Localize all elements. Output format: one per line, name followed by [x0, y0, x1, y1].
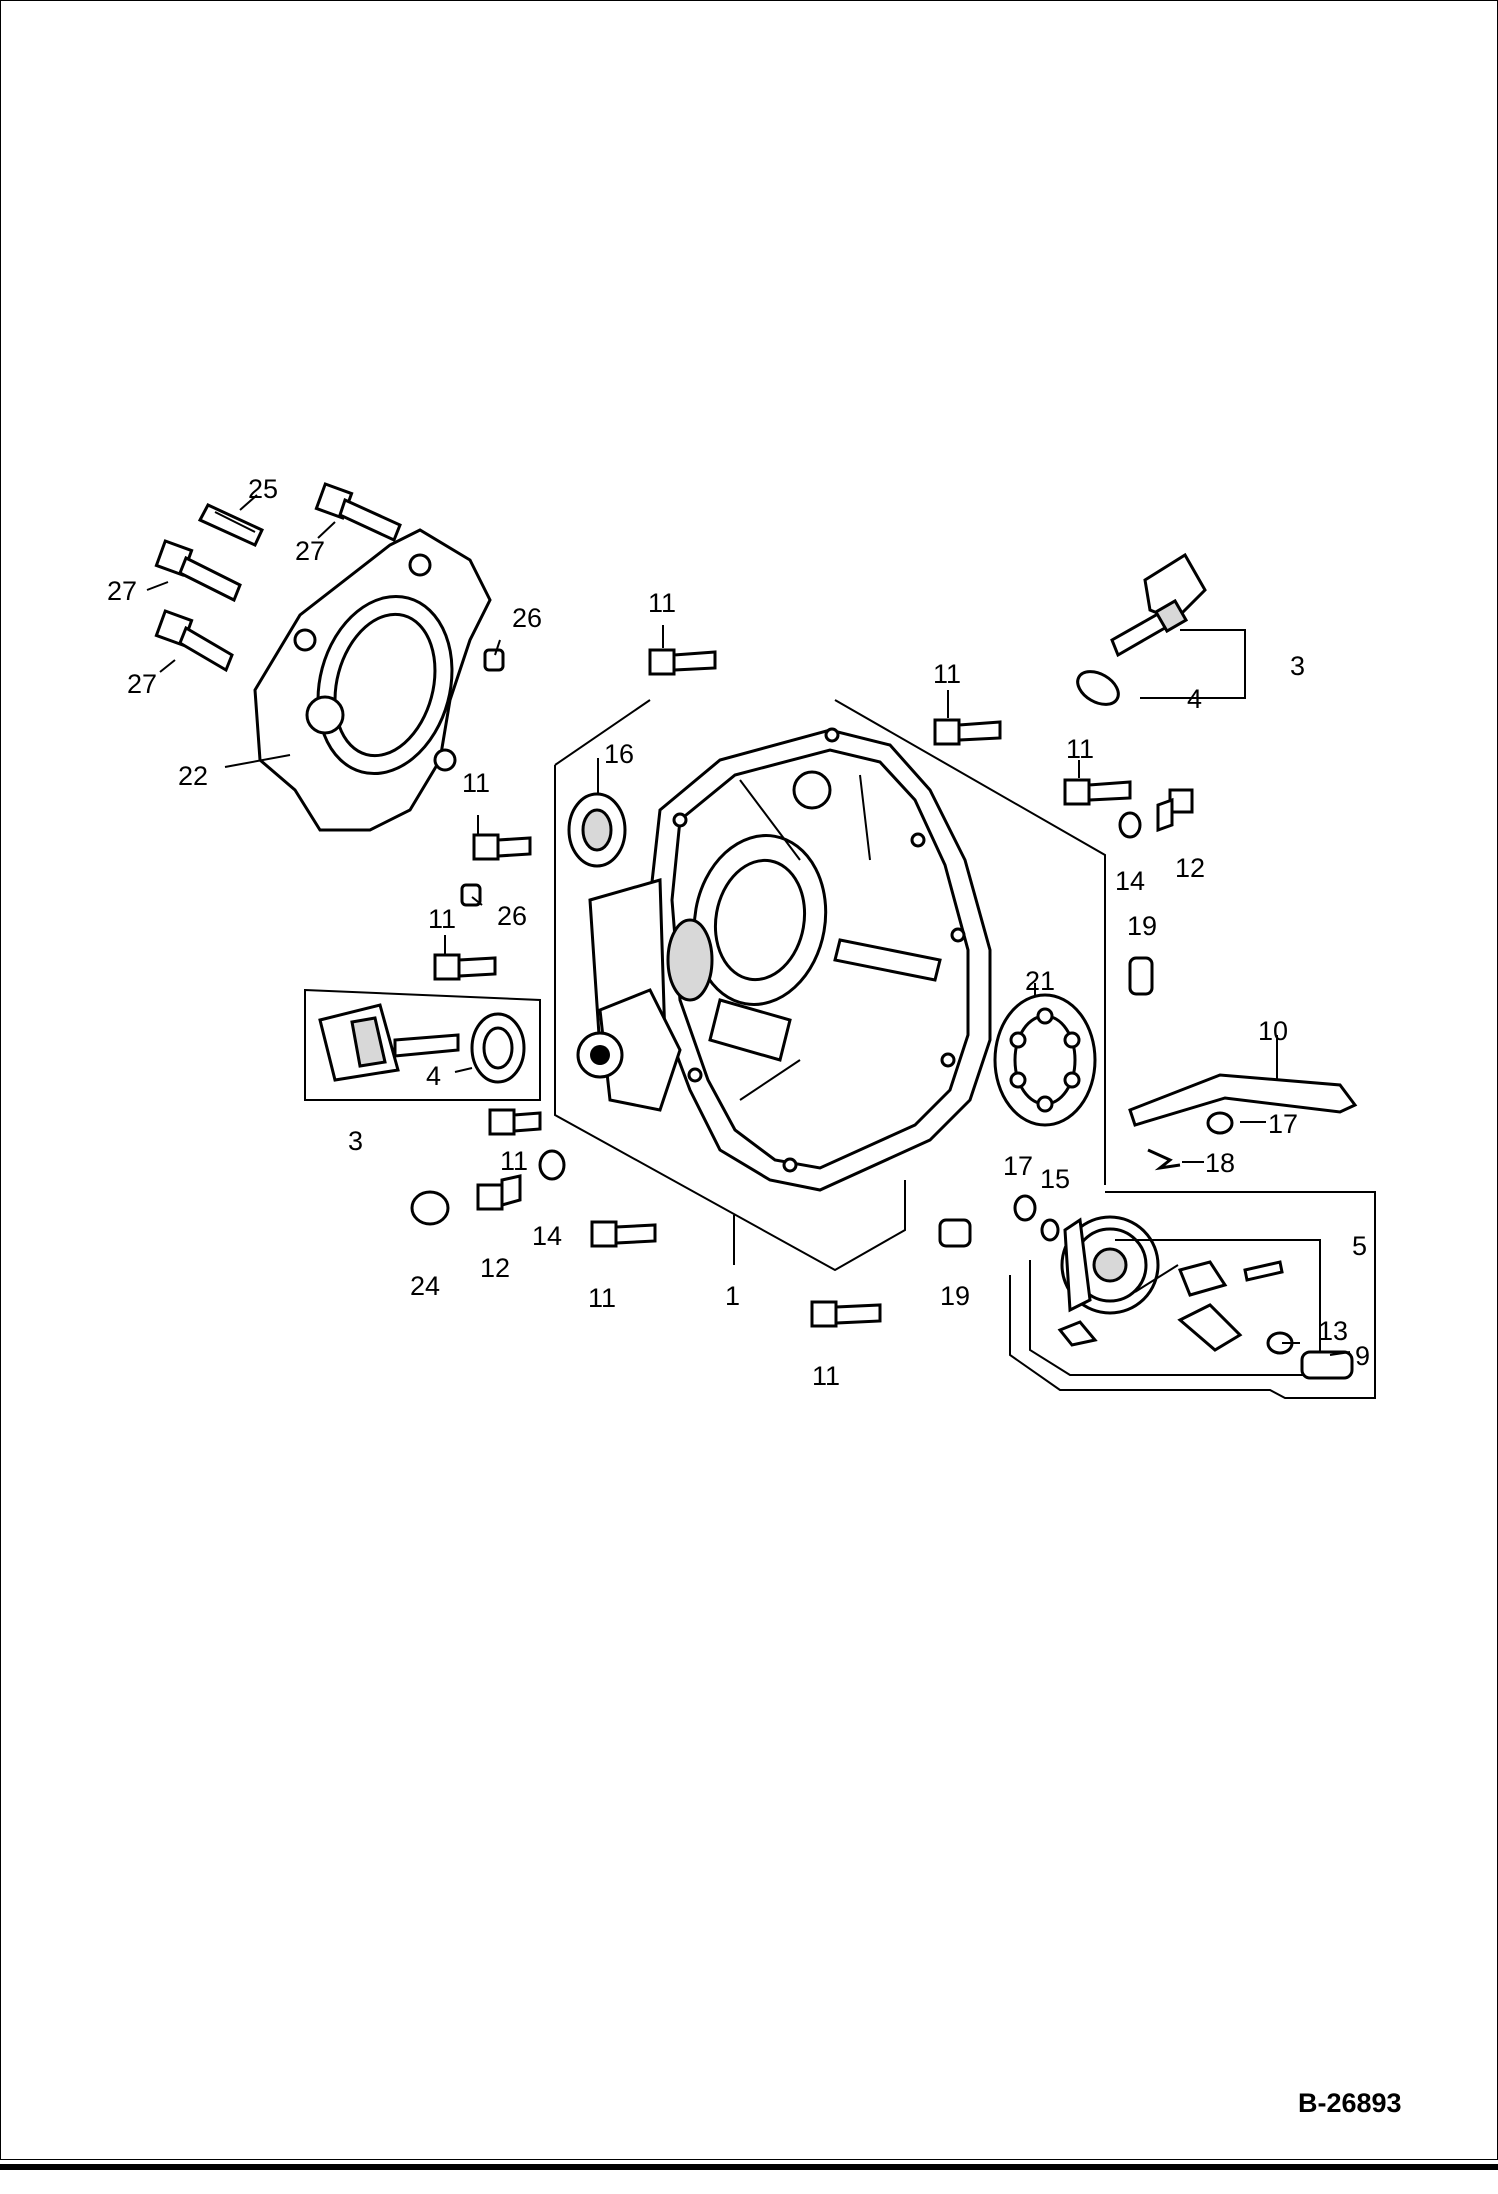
- callout-10: 10: [1258, 1016, 1288, 1046]
- washer-part-17-upper: [1206, 1111, 1234, 1135]
- callout-9: 9: [1355, 1341, 1370, 1371]
- callout-1: 1: [725, 1281, 740, 1311]
- washer-part-14-right: [1118, 811, 1142, 839]
- callout-17-lower: 17: [1003, 1151, 1033, 1181]
- callout-16: 16: [604, 739, 634, 769]
- callout-12-right: 12: [1175, 853, 1205, 883]
- oil-filler-cap-part-3-top: [1110, 552, 1207, 658]
- flange-bolt-part-27-middle: [154, 539, 242, 603]
- callout-19-lower: 19: [940, 1281, 970, 1311]
- drain-plug-part-12-left: [476, 1174, 522, 1211]
- ring-part-15: [1040, 1218, 1060, 1242]
- callout-25: 25: [248, 474, 278, 504]
- flange-bolt-part-11-g: [590, 1220, 657, 1248]
- callout-12-left: 12: [480, 1253, 510, 1283]
- flange-bolt-part-11-c: [1063, 778, 1132, 806]
- collar-part-24: [410, 1190, 450, 1226]
- callout-22: 22: [178, 761, 208, 791]
- flange-bolt-part-27-bottom: [154, 609, 234, 673]
- washer-part-17-lower: [1013, 1194, 1037, 1222]
- crankcase-cover-part-1: [576, 727, 992, 1192]
- callout-3-top: 3: [1290, 651, 1305, 681]
- callout-18: 18: [1205, 1148, 1235, 1178]
- oil-filler-cap-part-3-left: [318, 1003, 460, 1082]
- callout-11-left-upper: 11: [462, 768, 490, 798]
- leader-lines: [146, 494, 1351, 1356]
- callout-27-top: 27: [295, 536, 325, 566]
- callout-11-top-center: 11: [648, 588, 676, 618]
- callout-26-top: 26: [512, 603, 542, 633]
- callout-labels: 25 27 27 27 26 22 11 11 11 11 11 11 11 1…: [107, 474, 1370, 1391]
- flange-bolt-part-11-d: [472, 833, 532, 861]
- flange-bolt-part-11-f: [488, 1108, 542, 1136]
- flange-bolt-part-11-e: [433, 953, 497, 981]
- callout-11-bottom-right: 11: [812, 1361, 840, 1391]
- flange-bolt-part-11-a: [648, 648, 717, 676]
- callout-17-upper: 17: [1268, 1109, 1298, 1139]
- mounting-flange-part-22: [253, 528, 492, 832]
- o-ring-part-4-left: [470, 1012, 526, 1084]
- flange-bolt-part-11-b: [933, 718, 1002, 746]
- cover-group-outline: [554, 699, 1106, 1272]
- callout-11-left: 11: [428, 904, 456, 934]
- dowel-part-19-lower: [938, 1218, 972, 1248]
- callout-11-left-lower: 11: [500, 1146, 528, 1176]
- callout-24: 24: [410, 1271, 440, 1301]
- callout-4-top: 4: [1187, 684, 1202, 714]
- oil-seal-part-16: [567, 792, 627, 868]
- callout-27-bottom: 27: [127, 669, 157, 699]
- o-ring-part-4-top: [1076, 670, 1120, 706]
- pin-part-9: [1300, 1350, 1354, 1380]
- callout-26-bottom: 26: [497, 901, 527, 931]
- callout-15: 15: [1040, 1164, 1070, 1194]
- callout-11-bottom-center: 11: [588, 1283, 616, 1313]
- callout-11-top-right: 11: [933, 659, 961, 689]
- dowel-part-19-upper: [1128, 956, 1154, 996]
- governor-gear-assembly-part-5: [1057, 1215, 1284, 1352]
- governor-shaft-part-10: [1128, 1073, 1358, 1127]
- callout-19-upper: 19: [1127, 911, 1157, 941]
- callout-3-left: 3: [348, 1126, 363, 1156]
- callout-14-right: 14: [1115, 866, 1145, 896]
- pin-clip-part-18: [1147, 1148, 1181, 1171]
- callout-11-right: 11: [1066, 734, 1094, 764]
- callout-4-left: 4: [426, 1061, 441, 1091]
- drain-plug-part-12-right: [1156, 788, 1194, 833]
- flange-bolt-part-11-h: [810, 1300, 882, 1328]
- stud-bolt-part-25: [197, 503, 264, 547]
- callout-bracket-5: [1029, 1239, 1321, 1376]
- callout-5: 5: [1352, 1231, 1367, 1261]
- bottom-border-bar: [0, 2164, 1498, 2170]
- dowel-pin-part-26-top: [483, 648, 505, 672]
- ball-bearing-part-21: [993, 993, 1097, 1127]
- flange-bolt-part-27-top: [314, 482, 402, 543]
- callout-27-middle: 27: [107, 576, 137, 606]
- callout-13: 13: [1318, 1316, 1348, 1346]
- callout-21: 21: [1025, 966, 1055, 996]
- callout-14-left: 14: [532, 1221, 562, 1251]
- document-number: B-26893: [1298, 2088, 1402, 2118]
- callout-bracket-group-right: [1009, 1191, 1376, 1399]
- washer-part-14-left: [538, 1149, 566, 1181]
- callout-bracket-3-left: [304, 988, 541, 1101]
